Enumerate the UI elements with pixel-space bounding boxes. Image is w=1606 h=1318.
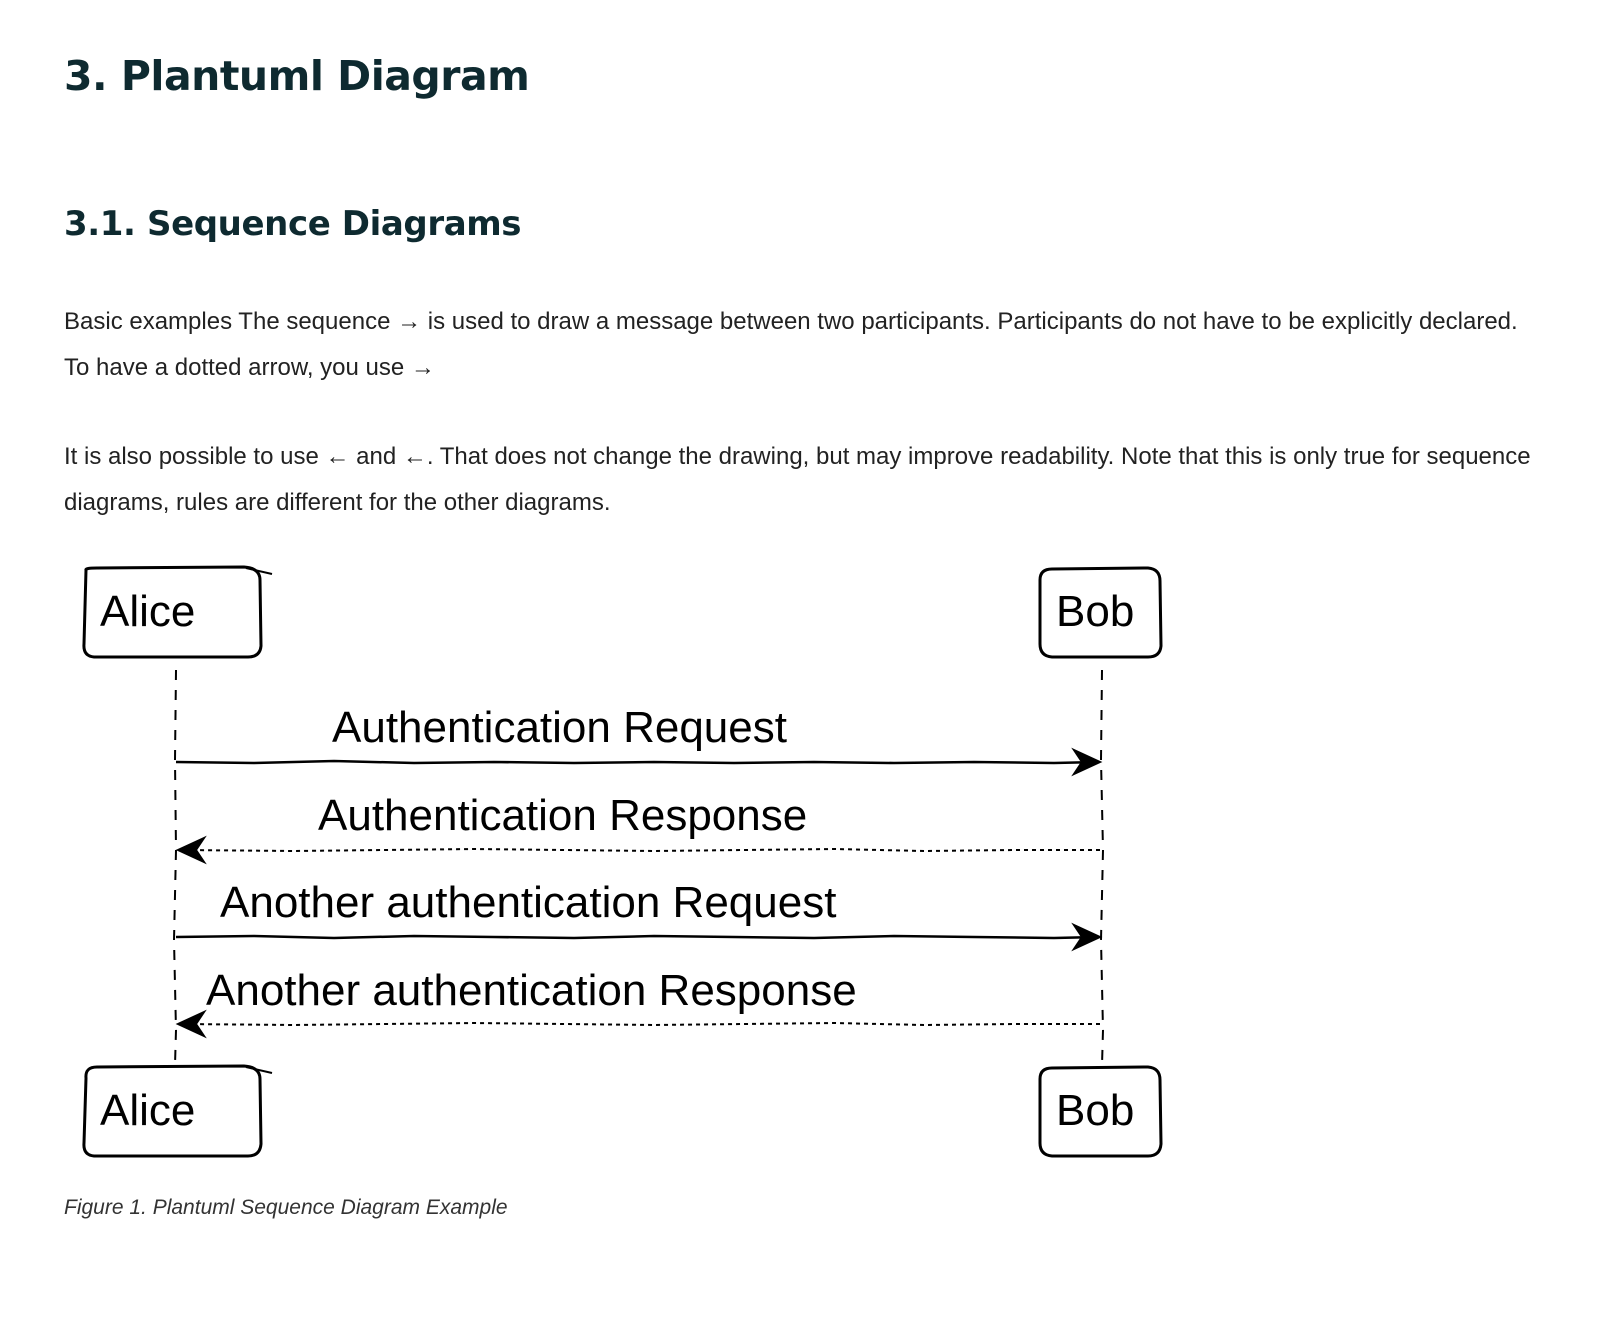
participant-alice-top-label: Alice [100,587,195,636]
participant-bob-bottom-label: Bob [1056,1086,1134,1135]
figure-caption: Figure 1. Plantuml Sequence Diagram Exam… [64,1196,508,1219]
message-label-3: Another authentication Request [220,878,836,927]
message-arrow-4 [179,1021,1100,1027]
participant-alice-bottom-label: Alice [100,1086,195,1135]
participant-alice-bottom: Alice [82,1064,273,1158]
message-label-2: Authentication Response [318,791,807,840]
message-arrow-2 [179,847,1100,853]
sequence-diagram: Alice Bob Authentication Request Authent… [64,560,1284,1170]
lifeline-bob [1099,669,1105,1066]
message-arrow-3 [175,934,1099,940]
participant-bob-top-label: Bob [1056,587,1134,636]
participant-bob-bottom: Bob [1038,1065,1163,1158]
lifeline-alice [172,669,178,1066]
message-label-4: Another authentication Response [206,966,857,1015]
note-paragraph: It is also possible to use ← and ←. That… [64,443,1531,516]
message-arrow-1 [175,759,1099,765]
participant-bob-top: Bob [1038,566,1163,659]
section-heading: 3.1. Sequence Diagrams [64,204,522,244]
intro-paragraph: Basic examples The sequence → is used to… [64,308,1518,381]
message-label-1: Authentication Request [332,703,787,752]
participant-alice-top: Alice [82,565,273,659]
page-title: 3. Plantuml Diagram [64,52,530,100]
